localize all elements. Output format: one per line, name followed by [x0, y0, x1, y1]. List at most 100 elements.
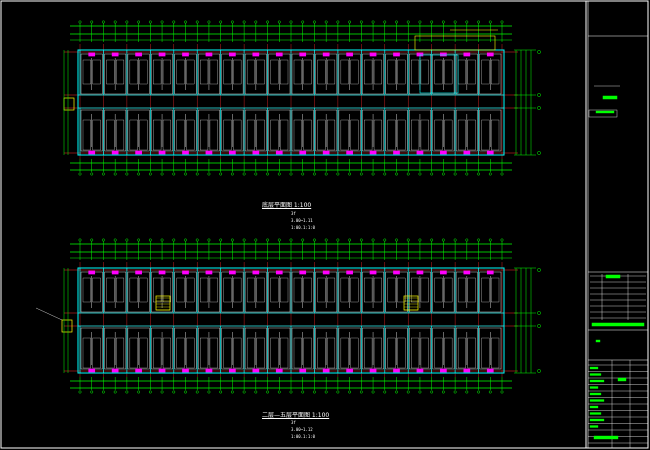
bed — [162, 119, 171, 151]
axis-bubble — [266, 390, 270, 394]
axis-bubble — [277, 390, 281, 394]
axis-bubble — [242, 172, 246, 176]
axis-bubble — [90, 390, 94, 394]
window-mark — [369, 368, 377, 373]
axis-bubble — [172, 20, 176, 24]
axis-bubble — [537, 93, 541, 97]
bed — [116, 337, 125, 369]
window-mark — [111, 52, 119, 57]
axis-bubble — [289, 238, 293, 242]
bed — [350, 277, 359, 303]
stamp-mark — [602, 95, 618, 100]
bed — [153, 59, 162, 85]
bed — [200, 337, 209, 369]
axis-bubble — [383, 20, 387, 24]
bed — [233, 119, 242, 151]
bed — [186, 59, 195, 85]
leader-line — [35, 307, 63, 321]
window-mark — [346, 150, 353, 155]
axis-bubble — [230, 20, 234, 24]
axis-bubble — [430, 172, 434, 176]
axis-bubble — [207, 238, 211, 242]
bed — [397, 277, 406, 303]
window-mark — [416, 150, 424, 155]
axis-bubble — [230, 390, 234, 394]
entrance-canopy — [414, 35, 496, 51]
window-mark — [252, 150, 260, 155]
bed — [364, 277, 373, 303]
window-mark — [229, 150, 236, 155]
bed — [457, 277, 466, 303]
window-mark — [252, 368, 260, 373]
bed — [327, 59, 336, 85]
window-mark — [111, 150, 119, 155]
window-mark — [135, 270, 142, 275]
bed — [434, 337, 443, 369]
axis-bubble — [465, 20, 469, 24]
axis-bubble — [348, 390, 352, 394]
bed — [186, 337, 195, 369]
bed — [317, 277, 326, 303]
axis-bubble — [395, 238, 398, 242]
axis-bubble — [289, 20, 293, 24]
axis-bubble — [266, 20, 270, 24]
floor-plan-upper — [35, 238, 541, 394]
axis-bubble — [160, 238, 164, 242]
axis-bubble — [113, 238, 117, 242]
bed — [293, 277, 302, 303]
axis-bubble — [137, 20, 141, 24]
axis-bubble — [90, 20, 94, 24]
bed — [129, 277, 138, 303]
bed — [467, 119, 476, 151]
axis-bubble — [230, 172, 234, 176]
bed — [162, 59, 171, 85]
bed — [467, 59, 476, 85]
bed — [116, 277, 125, 303]
axis-bubble — [383, 172, 387, 176]
axis-bubble — [359, 390, 363, 394]
window-mark — [158, 52, 166, 57]
window-mark — [369, 270, 377, 275]
axis-bubble — [430, 238, 434, 242]
axis-bubble — [418, 238, 422, 242]
bed — [82, 337, 91, 369]
axis-bubble — [301, 390, 305, 394]
table-mark — [589, 379, 605, 383]
axis-bubble — [113, 390, 117, 394]
axis-bubble — [312, 20, 316, 24]
bed — [397, 119, 406, 151]
axis-bubble — [207, 172, 211, 176]
plan-note-ground-2: 3.00~1.11 — [291, 218, 313, 223]
window-mark — [88, 368, 96, 373]
axis-bubble — [195, 20, 199, 24]
bed — [491, 59, 500, 85]
window-mark — [346, 368, 353, 373]
window-mark — [416, 270, 424, 275]
window-mark — [205, 368, 213, 373]
bed — [481, 119, 490, 151]
axis-bubble — [465, 390, 469, 394]
axis-bubble — [406, 238, 410, 242]
bed — [387, 119, 396, 151]
bed — [411, 59, 420, 85]
bed — [293, 59, 302, 85]
axis-bubble — [500, 20, 504, 24]
table-mark — [589, 405, 599, 409]
window-mark — [88, 150, 96, 155]
bed — [209, 119, 218, 151]
axis-bubble — [277, 172, 281, 176]
window-mark — [158, 368, 166, 373]
window-mark — [369, 52, 377, 57]
bed — [82, 59, 91, 85]
bed — [139, 119, 148, 151]
window-mark — [393, 150, 400, 155]
axis-bubble — [488, 238, 492, 242]
axis-bubble — [324, 20, 328, 24]
floor-plan-ground — [63, 20, 541, 176]
window-mark — [299, 52, 307, 57]
window-mark — [275, 270, 283, 275]
bed — [293, 119, 302, 151]
bed — [364, 119, 373, 151]
window-mark — [252, 52, 260, 57]
